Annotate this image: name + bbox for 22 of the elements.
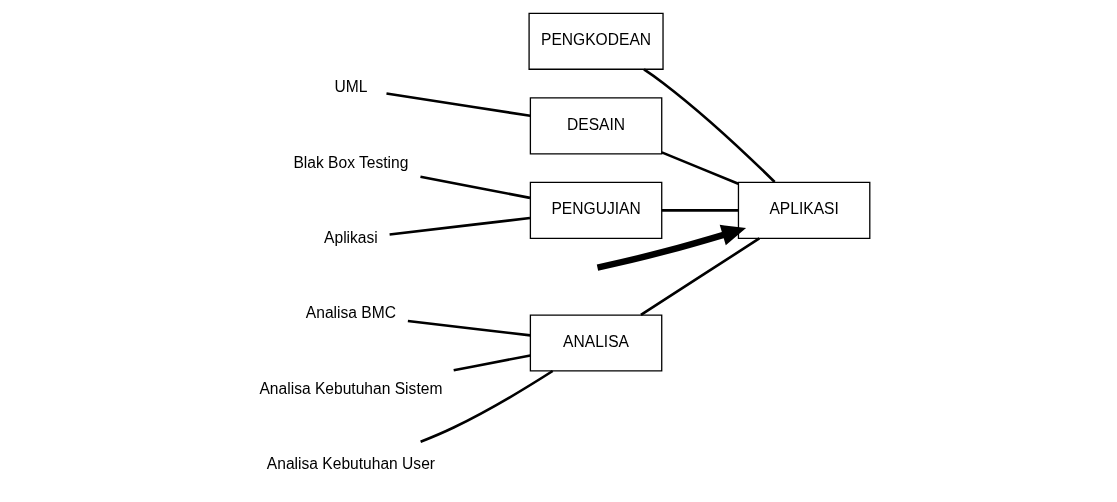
node-text: Blak Box Testing bbox=[292, 153, 408, 171]
connector bbox=[385, 92, 530, 118]
connector bbox=[419, 369, 553, 443]
connector bbox=[407, 319, 531, 337]
node-box: PENGKODEAN bbox=[527, 12, 664, 70]
node-text: UML bbox=[333, 78, 367, 96]
node-box: APLIKASI bbox=[737, 181, 870, 239]
connector bbox=[388, 216, 530, 236]
node-text: Analisa Kebutuhan Sistem bbox=[258, 379, 442, 397]
arrow bbox=[596, 224, 746, 271]
connector bbox=[661, 209, 738, 212]
connector bbox=[642, 68, 776, 183]
connector bbox=[639, 237, 760, 316]
connector bbox=[419, 175, 530, 200]
connector bbox=[452, 354, 531, 372]
connector bbox=[660, 151, 739, 185]
node-text: Analisa BMC bbox=[305, 304, 396, 322]
node-text: Analisa Kebutuhan User bbox=[266, 455, 435, 473]
node-text: Aplikasi bbox=[323, 229, 378, 246]
node-box: PENGUJIAN bbox=[529, 181, 662, 239]
node-box: ANALISA bbox=[529, 314, 662, 372]
node-box: DESAIN bbox=[529, 97, 662, 155]
